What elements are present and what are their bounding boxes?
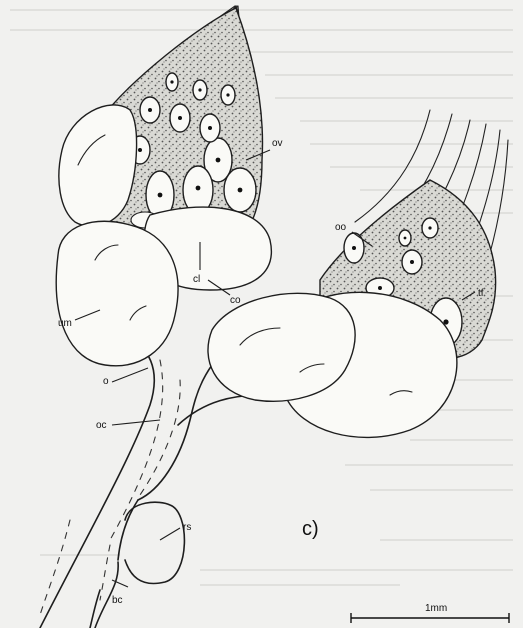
duct-lower-outline: [118, 500, 138, 560]
scale-bar: 1mm: [351, 603, 509, 623]
receptaculum-seminis: [125, 502, 184, 583]
label-bc: bc: [112, 595, 123, 606]
label-tf: tf: [478, 288, 484, 299]
scale-bar-label: 1mm: [425, 603, 447, 614]
label-co: co: [230, 295, 241, 306]
label-rs: rs: [183, 522, 191, 533]
label-cl: cl: [193, 274, 200, 285]
label-um: um: [58, 318, 72, 329]
label-oo: oo: [335, 222, 347, 233]
label-oc: oc: [96, 420, 107, 431]
mature-egg-um: [56, 221, 178, 366]
label-o: o: [103, 376, 109, 387]
panel-label: c): [302, 518, 319, 540]
label-ov: ov: [272, 138, 283, 149]
